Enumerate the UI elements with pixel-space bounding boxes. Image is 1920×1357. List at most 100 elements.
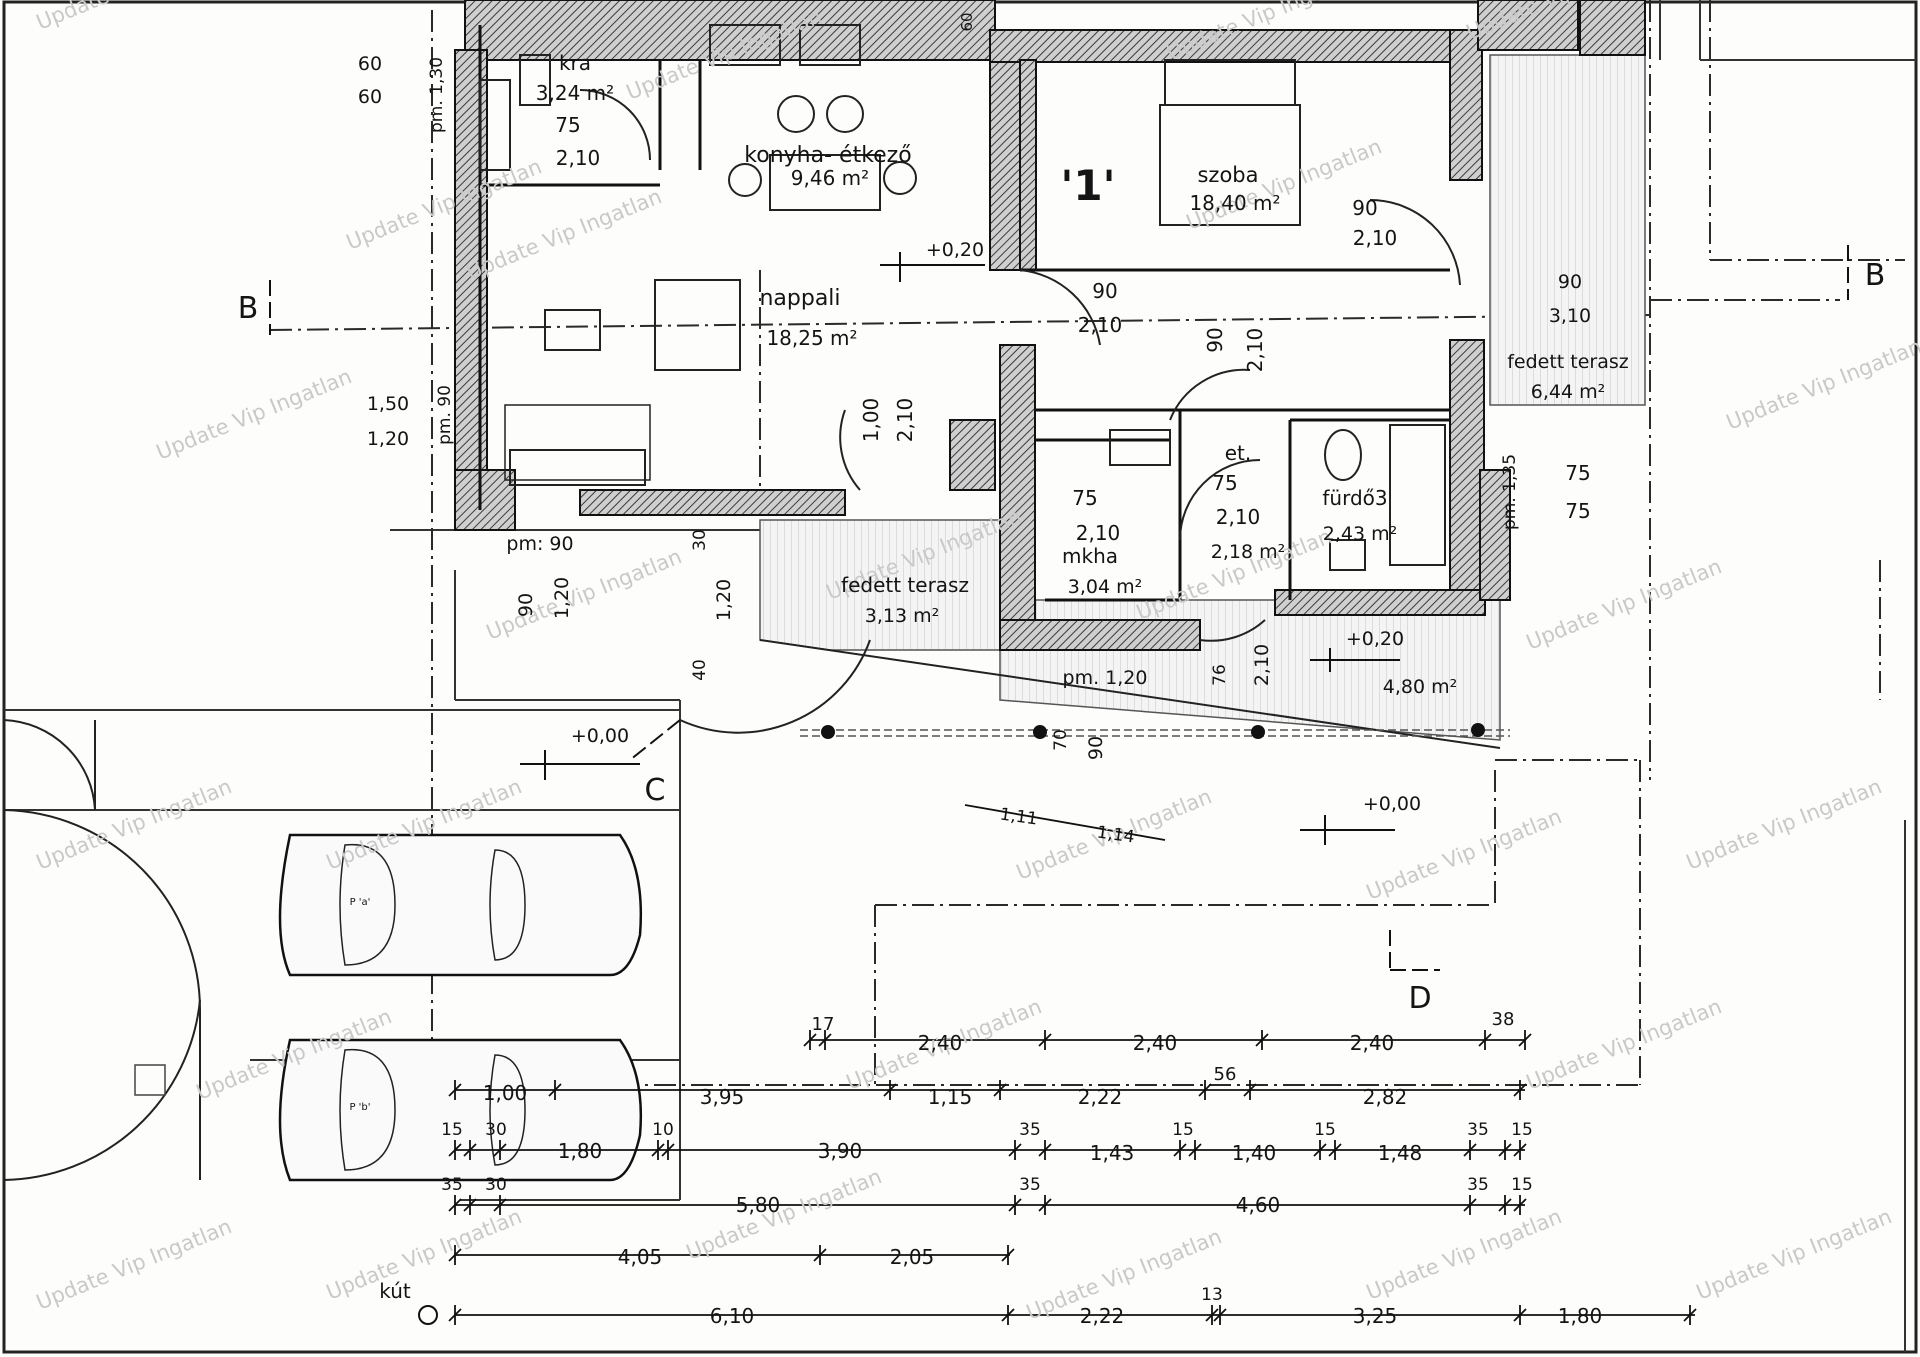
unit-mark: '1': [1061, 161, 1116, 210]
dim-r3-0: 15: [441, 1120, 463, 1140]
dimension-tick-slash: [448, 1248, 462, 1262]
dim-r3-7: 15: [1172, 1120, 1194, 1140]
dimension-tick-slash: [493, 1143, 507, 1157]
dim-r3-11: 35: [1467, 1120, 1489, 1140]
section-letters: B B C D: [238, 258, 1886, 1016]
watermark-text: Update Vip Ingatlan: [33, 774, 235, 874]
dimension-tick-slash: [463, 1198, 477, 1212]
watermark-text: Update Vip Ingatlan: [1693, 1204, 1895, 1304]
dim-r4-5: 35: [1467, 1175, 1489, 1195]
covered-terrace-area-2: [759, 519, 1001, 651]
dimension-tick-slash: [1498, 1143, 1512, 1157]
watermark-text: Update Vip Ingatlan: [1683, 774, 1885, 874]
dim-r3-8: 1,40: [1232, 1141, 1277, 1165]
label-210b: 2,10: [1078, 313, 1123, 337]
label-60a: 60: [358, 53, 382, 75]
watermark-text: Update Vip Ingatlan: [683, 1164, 885, 1264]
label-60b: 60: [358, 86, 382, 108]
dim-r3-3: 10: [652, 1120, 674, 1140]
dimension-lines: [455, 804, 1695, 1316]
mkha-door-height: 2,10: [1076, 521, 1121, 545]
level-entrance: +0,00: [571, 725, 629, 747]
level-marks: [520, 252, 1400, 845]
room-labels: kra 3,24 m² 75 2,10 konyha- étkező 9,46 …: [536, 51, 1629, 698]
dim-r4-4: 4,60: [1236, 1193, 1281, 1217]
label-310: 3,10: [1549, 305, 1591, 327]
dimension-tick-slash: [1243, 1083, 1257, 1097]
dim-r2-0: 1,00: [483, 1081, 528, 1105]
label-150: 1,50: [367, 393, 409, 415]
et-door-width: 75: [1212, 471, 1237, 495]
dimension-tick-slash: [1038, 1198, 1052, 1212]
gate-post: [134, 1064, 166, 1096]
level-labels: +0,20 +0,20 +0,00 +0,00: [571, 239, 1421, 815]
well-label: kút: [379, 1279, 411, 1303]
dim-r3-2: 1,80: [558, 1139, 603, 1163]
level-nappali: +0,20: [926, 239, 984, 261]
dimension-tick-slash: [1173, 1143, 1187, 1157]
kra-door-width: 75: [555, 113, 580, 137]
dimension-tick-slash: [548, 1083, 562, 1097]
szoba-door-height: 2,10: [1353, 226, 1398, 250]
dimension-tick-slash: [1313, 1143, 1327, 1157]
label-90c: 90: [1203, 327, 1227, 352]
dimension-tick-slash: [1038, 1143, 1052, 1157]
kra-area: 3,24 m²: [536, 81, 614, 105]
watermark-text: Update Vip Ingatlan: [463, 184, 665, 284]
label-210c: 2,10: [893, 398, 917, 443]
door-swings: [3, 89, 1461, 1181]
dimension-tick-slash: [1198, 1083, 1212, 1097]
label-pm90-vertical: pm. 90: [435, 385, 455, 445]
dimension-tick-slash: [813, 1248, 827, 1262]
dim-r6-2: 13: [1201, 1285, 1223, 1305]
covered-terrace-area: [1489, 54, 1646, 406]
dim-r3-9: 15: [1314, 1120, 1336, 1140]
dim-r4-2: 5,80: [736, 1193, 781, 1217]
szoba-name: szoba: [1197, 163, 1258, 187]
label-111: 1,11: [999, 805, 1039, 830]
nappali-area: 18,25 m²: [766, 326, 857, 350]
watermark-text: Update Vip Ingatlan: [1363, 1204, 1565, 1304]
dim-r5-1: 2,05: [890, 1245, 935, 1269]
dimension-tick-slash: [661, 1143, 675, 1157]
dim-r2-4: 56: [1214, 1064, 1237, 1085]
szoba-area: 18,40 m²: [1189, 191, 1280, 215]
car-2-label: P 'b': [349, 1102, 370, 1113]
dim-r1-3: 2,40: [1350, 1031, 1395, 1055]
fedett-terasz-1-name: fedett terasz: [1507, 351, 1629, 373]
label-40: 40: [690, 659, 710, 681]
label-90a: 90: [515, 593, 537, 617]
level-yard: +0,00: [1363, 793, 1421, 815]
dim-r4-0: 35: [441, 1175, 463, 1195]
watermark-text: Update Vip Ingatlan: [1363, 804, 1565, 904]
dimension-ticks: [448, 1030, 1697, 1325]
dimension-tick-slash: [1188, 1143, 1202, 1157]
section-lines: [269, 245, 1849, 971]
dimension-tick-slash: [448, 1143, 462, 1157]
dimension-tick-slash: [1463, 1143, 1477, 1157]
et-name: et.: [1225, 441, 1252, 465]
furniture: [479, 24, 1446, 571]
terasz-3-area: 4,80 m²: [1383, 676, 1457, 698]
watermark-text: Update Vip Ingatlan: [483, 544, 685, 644]
dim-r3-1: 30: [485, 1120, 507, 1140]
label-100: 1,00: [859, 398, 883, 443]
dimension-tick-slash: [1513, 1083, 1527, 1097]
label-120b: 1,20: [551, 577, 573, 619]
label-pm120: pm. 1,20: [1063, 667, 1148, 689]
dim-r3-12: 15: [1511, 1120, 1533, 1140]
dim-r1-1: 2,40: [918, 1031, 963, 1055]
dimension-tick-slash: [1478, 1033, 1492, 1047]
fedett-terasz-1-area: 6,44 m²: [1531, 381, 1605, 403]
dimension-tick-slash: [1463, 1198, 1477, 1212]
watermark-text: Update Vip Ingatlan: [33, 1214, 235, 1314]
label-75a: 75: [1565, 461, 1590, 485]
watermark-text: Update Vip Ingatlan: [1523, 994, 1725, 1094]
dimension-tick-slash: [651, 1143, 665, 1157]
car-2: [278, 1038, 643, 1182]
car-1: [278, 833, 643, 977]
dimension-tick-slash: [1205, 1308, 1219, 1322]
furdo-name: fürdő3: [1322, 486, 1387, 510]
konyha-area: 9,46 m²: [791, 166, 869, 190]
